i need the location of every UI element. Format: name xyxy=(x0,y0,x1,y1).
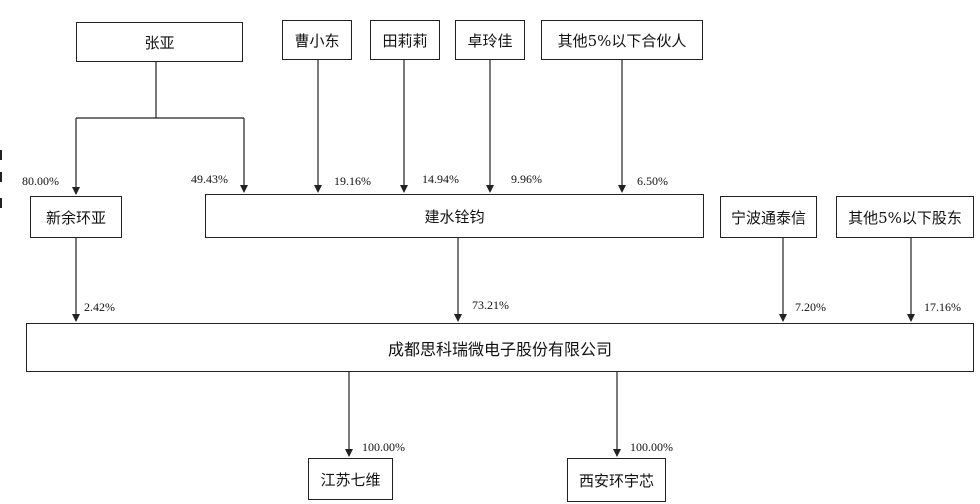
node-other-partners: 其他5%以下合伙人 xyxy=(541,20,703,60)
pct-tian-to-jianshui: 14.94% xyxy=(422,172,459,186)
pct-chengdu-to-xian: 100.00% xyxy=(630,440,673,454)
node-xian-huanyuxin: 西安环宇芯 xyxy=(567,458,666,502)
pct-zhangya-to-jianshui: 49.43% xyxy=(191,172,228,186)
node-tianlili: 田莉莉 xyxy=(370,20,440,60)
pct-jianshui-to-chengdu: 73.21% xyxy=(472,298,509,312)
page-edge-mark xyxy=(0,150,2,160)
pct-shareholders-to-chengdu: 17.16% xyxy=(924,300,961,314)
pct-chengdu-to-jiangsu: 100.00% xyxy=(362,440,405,454)
page-edge-mark xyxy=(0,172,2,182)
node-caoxiaodong: 曹小东 xyxy=(282,20,352,60)
pct-cao-to-jianshui: 19.16% xyxy=(334,174,371,188)
node-jiangsu-qiwei: 江苏七维 xyxy=(308,458,393,500)
node-jianshui-quanjun: 建水铨钧 xyxy=(205,194,704,238)
node-zhuolingjia: 卓玲佳 xyxy=(455,20,525,60)
pct-zhuo-to-jianshui: 9.96% xyxy=(511,172,542,186)
node-other-shareholders: 其他5%以下股东 xyxy=(836,196,974,238)
page-edge-mark xyxy=(0,198,2,208)
node-xinyu-huanya: 新余环亚 xyxy=(30,196,122,238)
node-zhangya: 张亚 xyxy=(76,22,243,62)
pct-xinyu-to-chengdu: 2.42% xyxy=(84,300,115,314)
pct-zhangya-to-xinyu: 80.00% xyxy=(22,174,59,188)
pct-ningbo-to-chengdu: 7.20% xyxy=(795,300,826,314)
node-chengdu-sike: 成都思科瑞微电子股份有限公司 xyxy=(26,323,974,372)
node-ningbo-tongtaixin: 宁波通泰信 xyxy=(720,196,817,238)
pct-partners-to-jianshui: 6.50% xyxy=(637,174,668,188)
